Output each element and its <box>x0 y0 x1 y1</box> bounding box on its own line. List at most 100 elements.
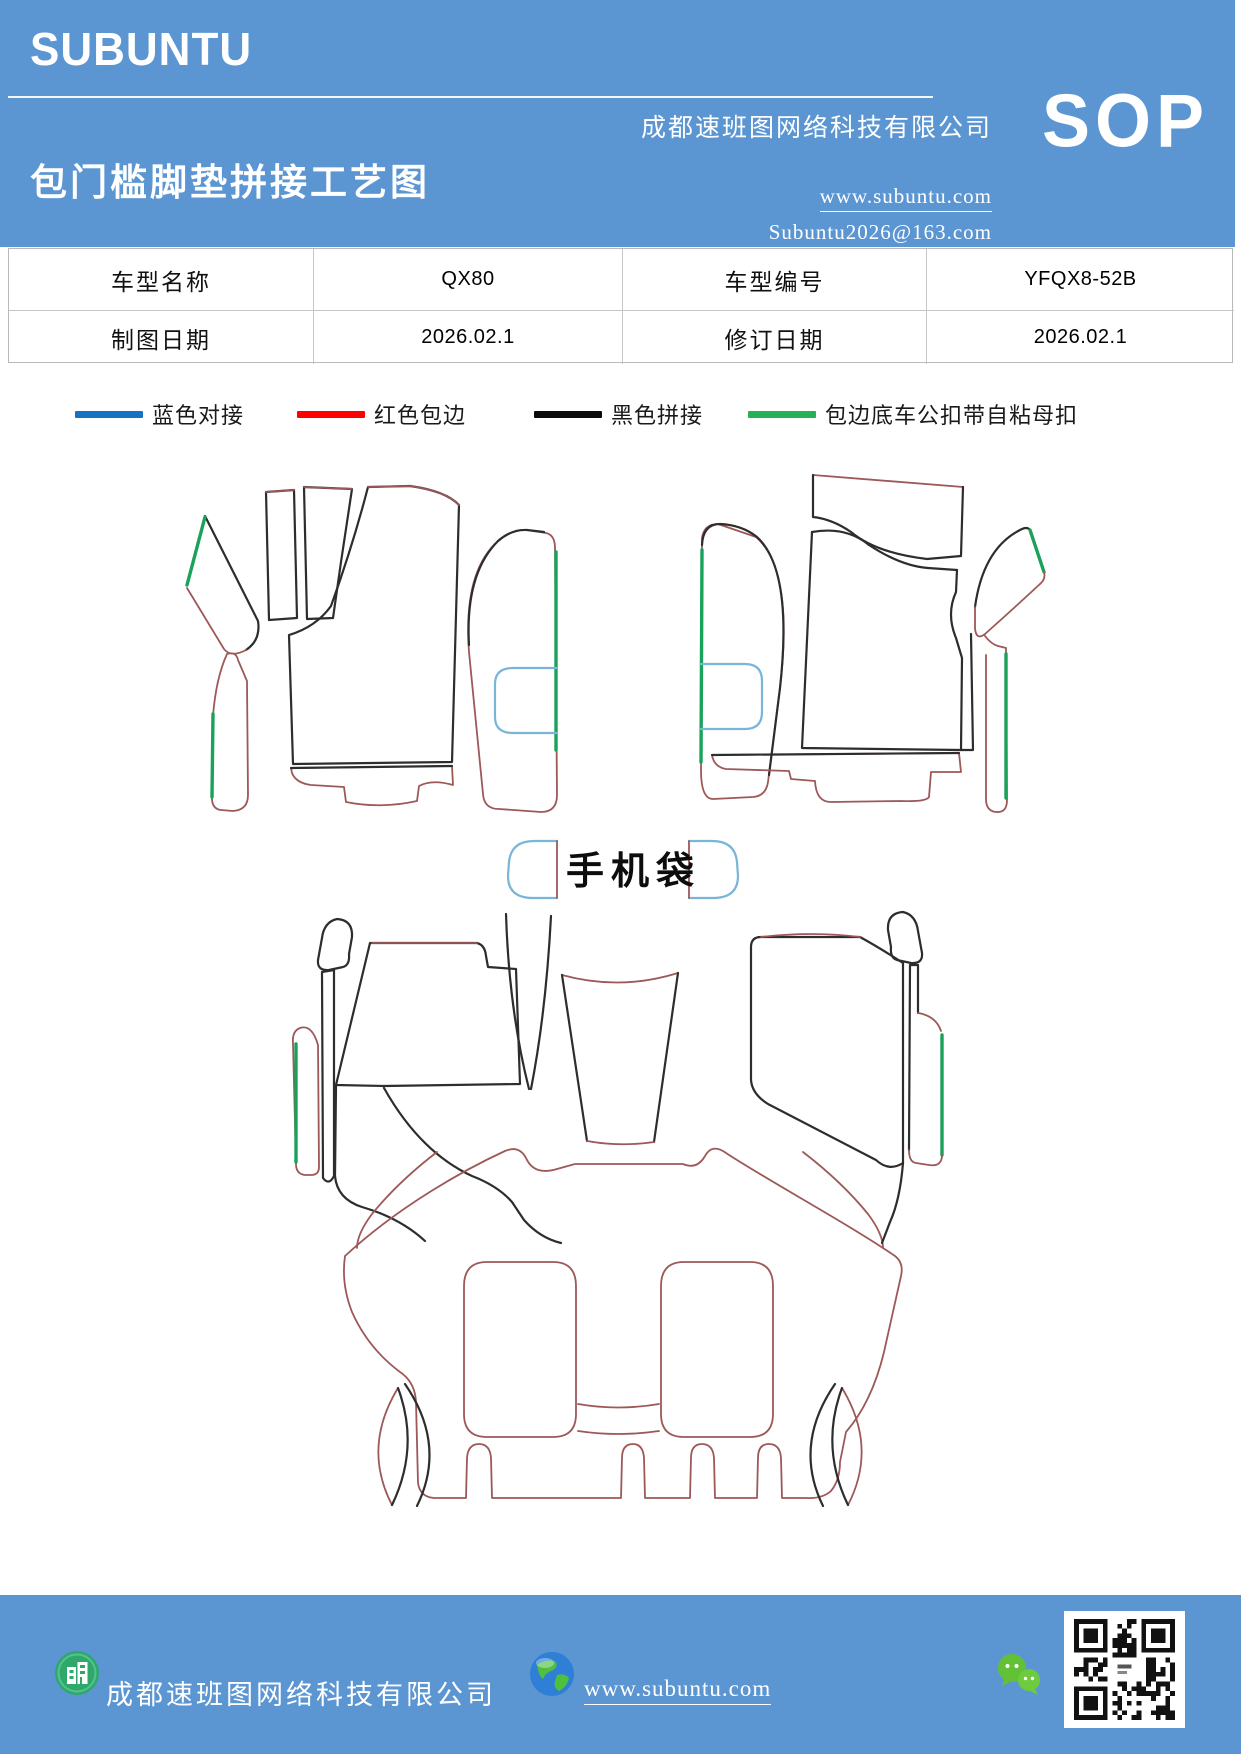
rear-leg-left-2 <box>333 1084 427 1243</box>
trunk-cutout-bridge-top <box>577 1403 660 1409</box>
narrow-rect-1-top <box>265 489 295 493</box>
legend-swatch-green <box>748 410 816 418</box>
trunk-leaf-left-red <box>377 1387 399 1506</box>
bottom-strip <box>290 765 454 807</box>
rear-leg-right-2 <box>880 1161 905 1245</box>
bottom-strip-right <box>711 752 962 803</box>
narrow-rect-1 <box>264 488 299 622</box>
narrow-rect-2-top <box>303 486 353 490</box>
table-value-draw-date: 2026.02.1 <box>314 311 623 364</box>
top-rect <box>811 473 965 561</box>
sail-piece <box>973 526 1032 609</box>
header-contact-block: 成都速班图网络科技有限公司 www.subuntu.com Subuntu202… <box>641 108 992 245</box>
center-trapezoid-right-side <box>652 971 680 1144</box>
phone-pocket-right <box>687 839 740 900</box>
rear-panel-left <box>334 941 522 1088</box>
trunk-cutout-right <box>660 1261 774 1438</box>
trunk-leaf-right-red <box>841 1387 863 1506</box>
legend: 蓝色对接 红色包边 黑色拼接 包边底车公扣带自粘母扣 <box>0 399 1241 429</box>
email-address: Subuntu2026@163.com <box>768 220 992 244</box>
trunk-leaf-right-inner <box>831 1386 850 1507</box>
door-sill-piece-dark-edge <box>467 528 546 647</box>
footer-website-link[interactable]: www.subuntu.com <box>584 1676 772 1705</box>
side-strip-green-edge <box>210 712 215 799</box>
table-label-model-name: 车型名称 <box>9 249 314 311</box>
outer-strip-left <box>291 1026 320 1176</box>
inner-strip-left <box>320 968 336 1183</box>
pattern-diagram-svg: 手机袋 <box>185 473 1046 1508</box>
legend-item-black-splice: 黑色拼接 <box>534 399 703 429</box>
main-panel-top-edge <box>367 485 460 506</box>
strip-right-step <box>917 1012 942 1032</box>
sail-piece-green-edge <box>1028 528 1046 574</box>
phone-pocket-label: 手机袋 <box>566 851 701 893</box>
building-icon <box>55 1651 99 1695</box>
pattern-diagram: 手机袋 <box>0 420 1241 1520</box>
center-trapezoid-bottom <box>586 1140 655 1146</box>
front-mat-left-group <box>185 484 559 813</box>
trunk-leaf-left-outer <box>403 1382 431 1508</box>
front-mat-right-group <box>699 473 1046 813</box>
trunk-outline <box>343 1147 903 1500</box>
company-name: 成都速班图网络科技有限公司 <box>640 115 992 142</box>
edge-sliver <box>959 632 975 752</box>
strip-right <box>907 963 920 1152</box>
triangle-piece <box>203 514 260 652</box>
door-sill-piece-right-dark-edge <box>700 522 785 777</box>
rear-leg-left-red <box>356 1151 438 1249</box>
rear-leg-right-red <box>802 1151 884 1249</box>
main-panel-right <box>800 530 964 752</box>
legend-item-green-snap: 包边底车公扣带自粘母扣 <box>748 399 1078 429</box>
rear-leg-left-1 <box>382 1086 563 1245</box>
trunk-cutout-bridge-bottom <box>577 1430 660 1435</box>
header-divider <box>8 96 933 98</box>
legend-item-red-edging: 红色包边 <box>297 399 466 429</box>
bottom-strip-right-top-edge <box>710 751 961 757</box>
table-value-model-name: QX80 <box>314 249 623 311</box>
legend-item-blue-butt-joint: 蓝色对接 <box>75 399 244 429</box>
page-header: SUBUNTU 包门槛脚垫拼接工艺图 成都速班图网络科技有限公司 www.sub… <box>0 0 1235 247</box>
table-value-model-code: YFQX8-52B <box>927 249 1234 311</box>
door-sill-piece <box>467 529 558 813</box>
footer-company-name: 成都速班图网络科技有限公司 <box>106 1680 496 1710</box>
rear-mat-right-group <box>749 910 944 1249</box>
rear-center-group <box>504 912 680 1146</box>
center-trapezoid-top <box>561 972 679 984</box>
side-strip <box>211 652 249 812</box>
legend-swatch-blue <box>75 410 143 418</box>
trunk-leaf-right-outer <box>809 1382 837 1508</box>
phone-pocket-group: 手机袋 <box>506 839 740 900</box>
sop-badge: SOP <box>1042 79 1210 164</box>
blue-butt-joint-cutout-right <box>699 662 764 731</box>
finger-piece-right <box>886 910 924 965</box>
legend-swatch-red <box>297 410 365 418</box>
table-value-revise-date: 2026.02.1 <box>1033 326 1128 348</box>
qr-code <box>1064 1611 1185 1728</box>
website-link[interactable]: www.subuntu.com <box>819 184 992 212</box>
narrow-rect-2 <box>302 485 354 621</box>
triangle-piece-edge <box>186 587 247 655</box>
page-title: 包门槛脚垫拼接工艺图 <box>30 162 430 203</box>
center-sliver-right <box>529 914 553 1091</box>
center-trapezoid-left-side <box>560 973 589 1143</box>
rear-mat-left-group <box>291 917 563 1249</box>
trunk-mat-group <box>343 1147 903 1508</box>
bottom-strip-top-edge <box>289 764 454 770</box>
table-label-model-code: 车型编号 <box>623 249 927 311</box>
right-long-strip <box>984 635 1008 813</box>
phone-pocket-left <box>506 839 559 900</box>
legend-swatch-black <box>534 410 602 418</box>
trunk-leaf-left-inner <box>390 1386 409 1507</box>
triangle-piece-green-edge <box>185 515 207 587</box>
center-sliver-left <box>504 912 531 1091</box>
main-panel-right-top <box>810 529 959 572</box>
wechat-icon <box>998 1654 1040 1695</box>
rear-panel-right-top-edge <box>760 933 861 938</box>
top-rect-top-edge <box>812 474 964 488</box>
rear-panel-right <box>749 935 905 1168</box>
door-sill-right-green-edge <box>699 548 704 764</box>
brand-logo: SUBUNTU <box>30 24 253 76</box>
blue-butt-joint-cutout <box>493 666 559 735</box>
finger-piece-left <box>316 917 354 972</box>
